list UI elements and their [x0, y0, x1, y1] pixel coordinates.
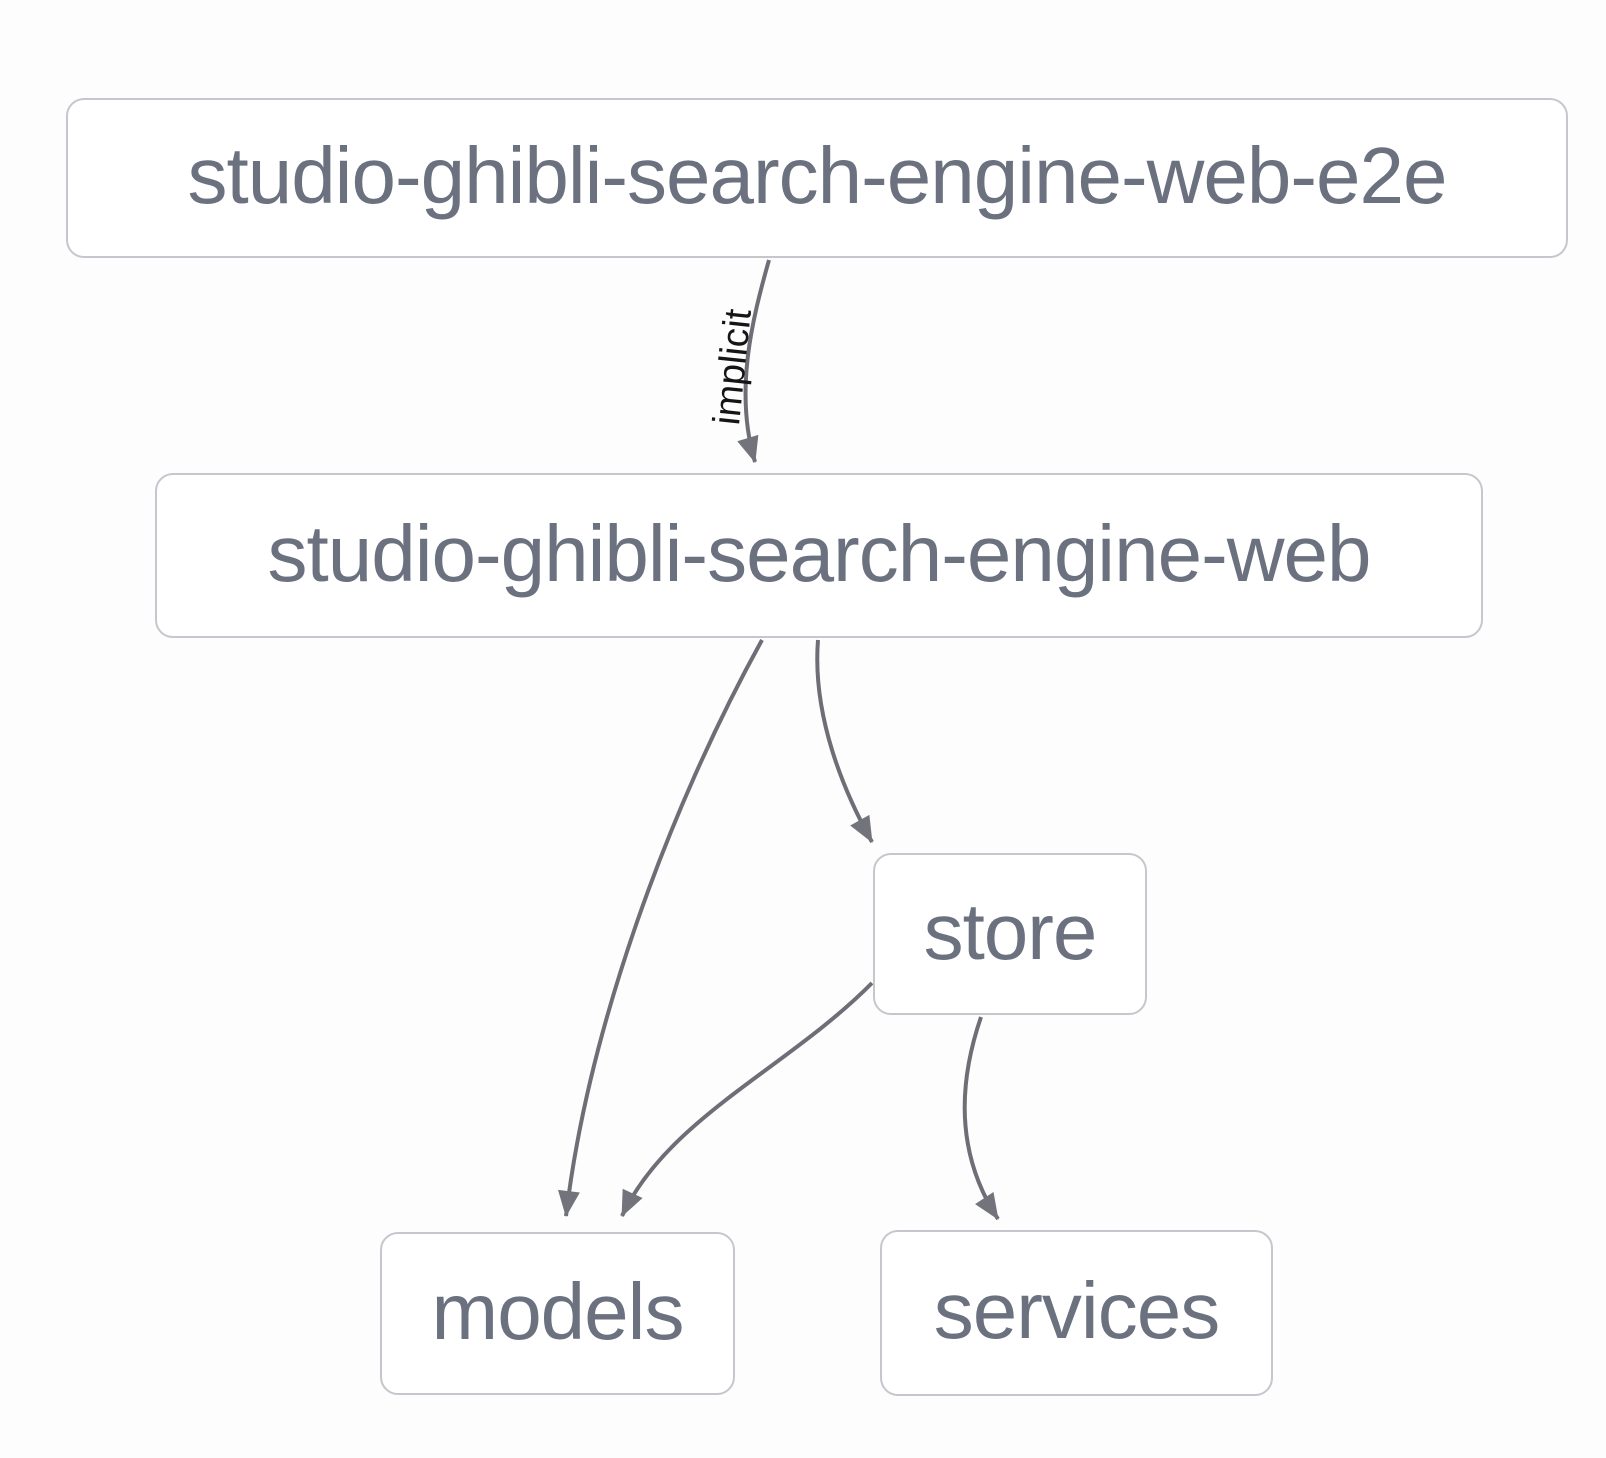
edge-store-to-models [620, 981, 874, 1217]
node-label: studio-ghibli-search-engine-web-e2e [187, 131, 1447, 220]
node-label: models [431, 1266, 685, 1356]
node-label: store [923, 887, 1098, 976]
node-models[interactable]: models [380, 1232, 735, 1395]
edge-web-to-store [815, 639, 874, 843]
node-store[interactable]: store [873, 853, 1147, 1015]
edge-e2e-to-web [737, 259, 771, 463]
node-label: services [933, 1266, 1220, 1355]
node-services[interactable]: services [880, 1230, 1273, 1396]
edge-web-to-models [558, 639, 764, 1217]
node-label: studio-ghibli-search-engine-web [267, 508, 1372, 598]
node-studio-ghibli-search-engine-web[interactable]: studio-ghibli-search-engine-web [155, 473, 1483, 638]
node-studio-ghibli-search-engine-web-e2e[interactable]: studio-ghibli-search-engine-web-e2e [66, 98, 1568, 258]
edge-store-to-services [962, 1016, 1000, 1221]
